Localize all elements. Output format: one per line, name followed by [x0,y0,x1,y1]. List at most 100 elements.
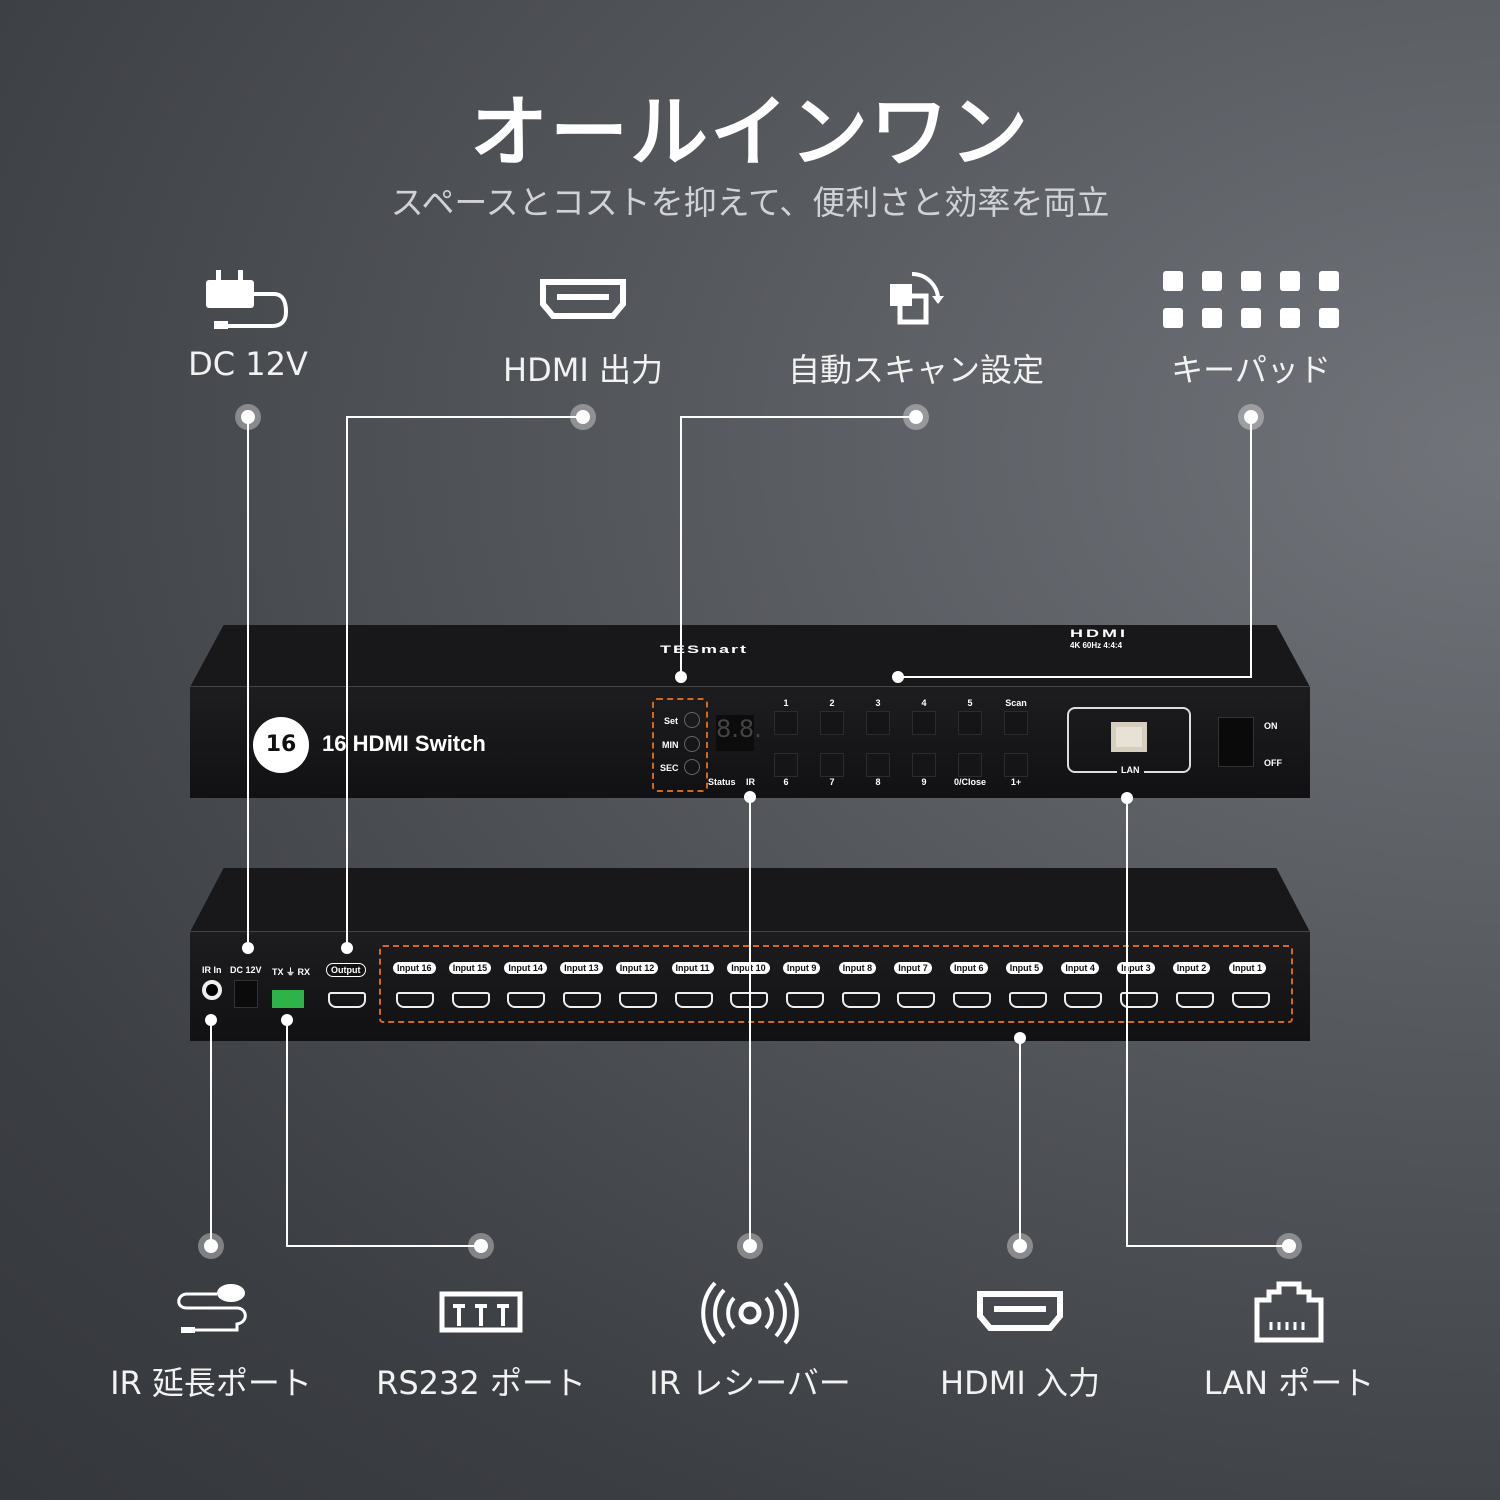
auto-scan-icon [890,271,944,325]
hdmi-input-port[interactable] [674,992,713,1008]
min-label: MIN [662,740,679,750]
hdmi-logo: HDMI [1070,627,1128,640]
hdmi-input-port[interactable] [1008,992,1047,1008]
callout-dot [675,671,687,683]
keypad-button[interactable] [820,753,844,777]
hdmi-input-port[interactable] [1175,992,1214,1008]
callout-dot [743,1239,757,1253]
hdmi-port-icon [977,1291,1063,1331]
hdmi-input-port[interactable] [897,992,936,1008]
ir-label: IR [746,777,755,787]
key-label: Scan [1005,698,1027,708]
power-off-label: OFF [1264,758,1282,768]
callout-dot [205,1014,217,1026]
key-label: 4 [921,698,927,708]
key-label: 0/Close [953,777,986,787]
input-label: Input 7 [894,962,932,974]
feature-label-rs232: RS232 ポート [376,1364,586,1402]
feature-label-keypad: キーパッド [1171,351,1331,389]
key-label: 6 [783,777,789,787]
lan-frame: LAN [1067,707,1191,775]
ir-in-label: IR In [202,965,222,975]
inputs-highlight [379,945,1293,1023]
lan-port[interactable] [1111,722,1147,752]
hdmi-input-port[interactable] [396,992,434,1008]
power-switch[interactable] [1218,717,1254,767]
callout-dot [281,1014,293,1026]
settings-highlight [652,698,708,792]
callout-dot [1121,792,1133,804]
sec-button[interactable] [684,759,700,775]
rs232-label: TX ⏚ RX [272,967,311,977]
lan-port-icon [1254,1281,1324,1343]
sec-label: SEC [660,763,679,773]
set-label: Set [664,716,679,726]
keypad-icon [1163,271,1339,328]
callout-keypad [898,417,1252,678]
feature-label-ir-receiver: IR レシーバー [649,1364,851,1402]
rs232-terminal[interactable] [272,990,304,1008]
dc-12v-jack[interactable] [234,980,258,1008]
ir-extender-icon [177,1284,247,1333]
hdmi-input-port[interactable] [618,992,657,1008]
hdmi-input-port[interactable] [451,992,490,1008]
hdmi-input-port[interactable] [1120,992,1159,1008]
hdmi-input-port[interactable] [785,992,824,1008]
dc-12v-label: DC 12V [230,965,262,975]
hdmi-input-port[interactable] [1231,992,1270,1008]
callout-dot [474,1239,488,1253]
key-label: 3 [875,698,881,708]
hdmi-input-port[interactable] [507,992,546,1008]
callout-dot [341,942,353,954]
keypad-button[interactable] [912,753,936,777]
callout-dot [1282,1239,1296,1253]
callout-dot [892,671,904,683]
key-label: 5 [967,698,973,708]
callout-rs232 [286,1020,481,1247]
hdmi-input-port[interactable] [841,992,880,1008]
input-label: Input 9 [782,962,821,974]
key-label: 9 [921,777,927,787]
keypad-button[interactable] [1004,753,1028,777]
ir-in-jack[interactable] [202,980,222,1000]
keypad-button[interactable] [774,711,798,735]
product-name: 16 HDMI Switch [322,731,486,756]
input-label: Input 10 [727,962,770,974]
input-label: Input 1 [1228,962,1266,974]
callout-dot [1014,1032,1026,1044]
front-panel: 16 16 HDMI Switch Set MIN SEC 8.8. Statu… [190,686,1310,798]
keypad-button[interactable] [958,753,982,777]
hdmi-output-port[interactable] [328,992,366,1008]
hdmi-spec: 4K 60Hz 4:4:4 [1070,641,1123,650]
keypad-button[interactable] [958,711,982,735]
keypad-button[interactable] [820,711,844,735]
ir-receiver-icon [701,1281,799,1345]
hdmi-input-port[interactable] [953,992,991,1008]
callout-dot [241,410,255,424]
set-button[interactable] [684,712,700,728]
power-adapter-icon [206,270,289,329]
input-label: Input 2 [1172,962,1211,974]
keypad-button[interactable] [912,711,936,735]
hdmi-port-icon [540,279,626,319]
callout-lan [1126,798,1289,1247]
callout-dot [909,410,923,424]
feature-label-lan: LAN ポート [1203,1364,1375,1402]
callout-dot [1244,410,1258,424]
input-label: Input 4 [1061,962,1099,974]
keypad-button[interactable] [774,753,798,777]
input-label: Input 5 [1005,962,1044,974]
key-label: 1 [783,698,789,708]
keypad-button[interactable] [866,753,890,777]
input-label: Input 13 [560,962,603,974]
input-label: Input 16 [393,962,436,974]
input-label: Input 8 [838,962,877,974]
keypad-button[interactable] [1004,711,1028,735]
seven-segment-display: 8.8. [716,715,762,751]
hdmi-input-port[interactable] [563,992,602,1008]
min-button[interactable] [684,736,700,752]
keypad-button[interactable] [866,711,890,735]
hdmi-input-port[interactable] [1064,992,1103,1008]
input-label: Input 15 [448,962,492,974]
